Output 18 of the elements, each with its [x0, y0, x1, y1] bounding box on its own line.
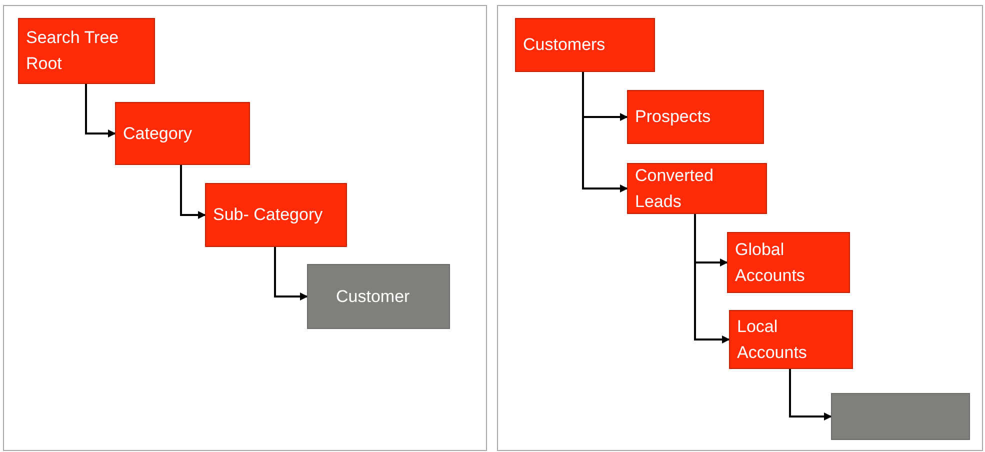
connector-arrow	[694, 214, 730, 344]
process-box: Global Accounts	[727, 232, 850, 293]
process-box: Converted Leads	[627, 163, 767, 214]
connector-arrow	[85, 84, 116, 138]
process-box	[831, 393, 970, 440]
process-box: Sub- Category	[205, 183, 347, 247]
process-box: Customer	[307, 264, 450, 329]
connector-arrow	[180, 165, 206, 219]
panel	[497, 5, 983, 451]
connector-arrow	[582, 72, 628, 192]
process-box: Search Tree Root	[18, 18, 155, 84]
process-box: Category	[115, 102, 250, 165]
connector-arrow	[789, 369, 832, 420]
connector-arrow	[274, 247, 308, 300]
panel	[3, 5, 487, 451]
process-box: Local Accounts	[729, 310, 853, 369]
process-box: Prospects	[627, 90, 764, 144]
process-box: Customers	[515, 18, 655, 72]
